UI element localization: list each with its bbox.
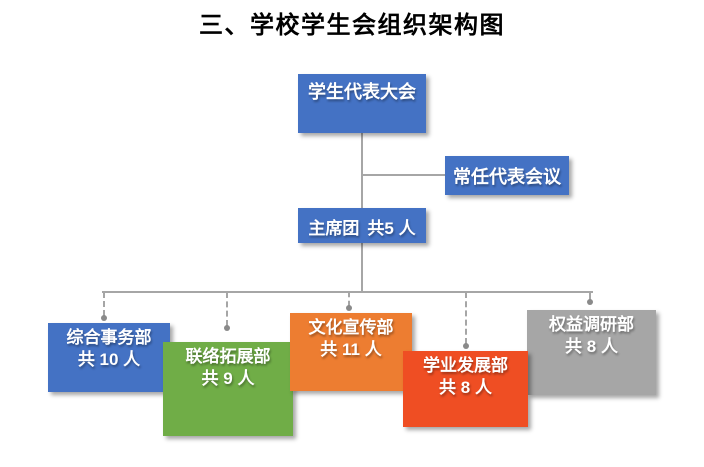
dept-count: 共 11 人 [320, 340, 382, 359]
connector-dot-dept1 [101, 315, 107, 321]
dept-label: 学业发展部 [423, 356, 508, 375]
node-student-congress: 学生代表大会 [298, 74, 426, 133]
connector-line-to-standing [361, 174, 445, 176]
node-presidium-count: 共5 人 [367, 219, 416, 238]
connector-dot-dept4 [463, 343, 469, 349]
connector-dash-dept4 [465, 292, 467, 344]
connector-dot-dept3 [346, 305, 352, 311]
connector-line-presidium-down [361, 243, 363, 292]
node-dept-liaison-expansion: 联络拓展部 共 9 人 [163, 342, 293, 436]
dept-count: 共 8 人 [565, 337, 618, 356]
dept-label: 权益调研部 [549, 315, 634, 334]
node-presidium-label: 主席团 [308, 219, 360, 238]
connector-dash-dept5 [589, 292, 591, 300]
dept-label: 综合事务部 [66, 328, 152, 347]
connector-line-departments-rail [102, 291, 593, 293]
node-presidium: 主席团共5 人 [298, 208, 426, 243]
connector-dash-dept1 [103, 292, 105, 316]
dept-label: 文化宣传部 [308, 318, 394, 337]
node-dept-culture-publicity: 文化宣传部 共 11 人 [290, 313, 412, 391]
node-dept-academic-development: 学业发展部 共 8 人 [403, 351, 528, 427]
connector-dash-dept2 [226, 292, 228, 326]
connector-dot-dept2 [224, 325, 230, 331]
node-dept-rights-research: 权益调研部 共 8 人 [527, 310, 656, 395]
node-standing-meeting: 常任代表会议 [445, 156, 569, 195]
dept-label: 联络拓展部 [185, 347, 271, 366]
connector-line-root-to-presidium [361, 133, 363, 208]
dept-count: 共 8 人 [439, 378, 492, 397]
dept-count: 共 10 人 [77, 350, 141, 369]
connector-dash-dept3 [348, 292, 350, 306]
page-title: 三、学校学生会组织架构图 [199, 13, 505, 39]
node-dept-general-affairs: 综合事务部 共 10 人 [48, 323, 170, 392]
connector-dot-dept5 [587, 299, 593, 305]
dept-count: 共 9 人 [201, 369, 255, 388]
